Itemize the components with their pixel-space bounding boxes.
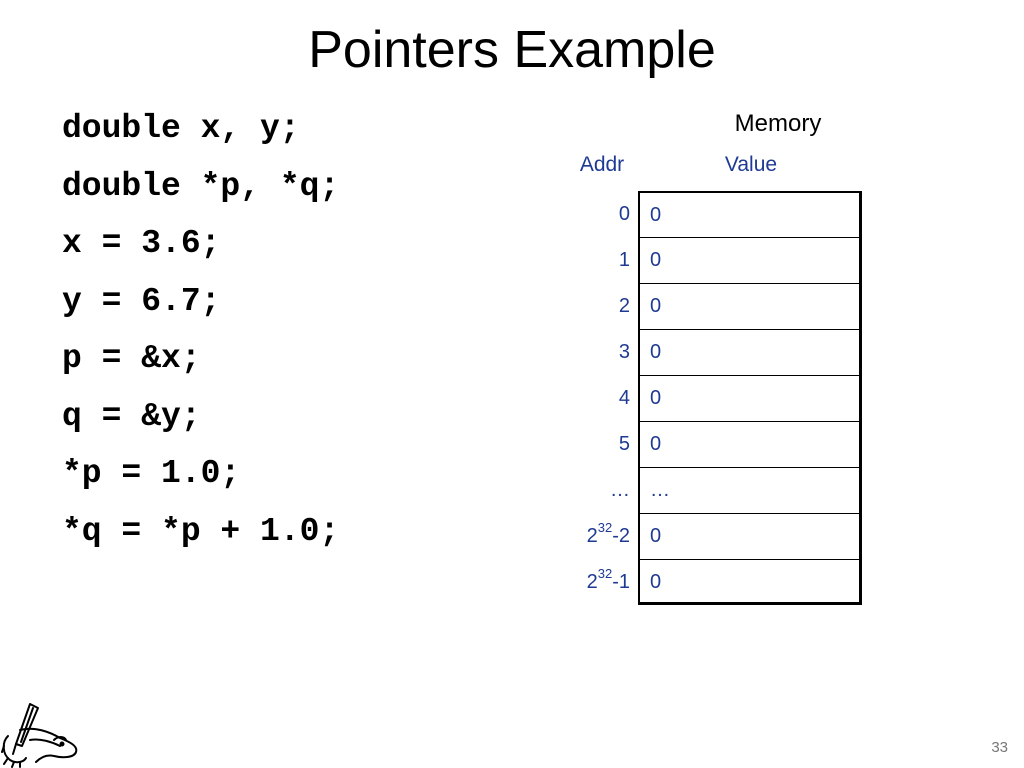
address-exponent: 32 [597,520,613,535]
address-suffix: -2 [612,525,630,547]
memory-address: 3 [618,341,630,363]
code-line: p = &x; [62,340,201,377]
memory-table: 0 0 1 0 2 0 3 0 4 0 5 0 … … 232-2 0 [560,191,862,605]
quill-dragon-logo-icon [1,703,78,768]
memory-row: 5 0 [560,421,862,467]
code-line: y = 6.7; [62,282,221,320]
memory-address: 5 [618,433,630,455]
address-base: 2 [586,525,598,547]
memory-title: Memory [734,110,822,137]
memory-value: 0 [638,237,862,283]
memory-row: 4 0 [560,375,862,421]
memory-address: 232-2 [560,513,638,559]
memory-value: 0 [638,559,862,605]
memory-value: … [638,467,862,513]
code-line: *q = *p + 1.0; [62,512,340,550]
memory-row: 2 0 [560,283,862,329]
memory-row: … … [560,467,862,513]
address-exponent: 32 [597,566,613,581]
code-line: double *p, *q; [62,167,340,205]
memory-row: 232-2 0 [560,513,862,559]
memory-value: 0 [638,375,862,421]
code-line: double x, y; [62,110,300,147]
memory-address: 1 [618,249,630,271]
code-line: q = &y; [62,397,201,435]
memory-address: 232-1 [560,559,638,605]
memory-row: 3 0 [560,329,862,375]
memory-value: 0 [638,191,862,237]
value-column-header: Value [724,153,778,176]
page-number: 33 [991,739,1008,756]
address-base: 2 [586,571,598,593]
memory-row: 0 0 [560,191,862,237]
memory-address: 0 [618,203,630,225]
memory-value: 0 [638,513,862,559]
address-suffix: -1 [612,571,630,593]
memory-value: 0 [638,283,862,329]
memory-address: 4 [618,387,630,409]
memory-row: 232-1 0 [560,559,862,605]
code-line: *p = 1.0; [62,455,241,492]
slide-title: Pointers Example [308,21,716,79]
code-line: x = 3.6; [62,225,221,262]
memory-row: 1 0 [560,237,862,283]
memory-address: 2 [618,295,630,317]
addr-column-header: Addr [579,153,625,176]
memory-value: 0 [638,421,862,467]
code-block: double x, y; double *p, *q; x = 3.6; y =… [62,100,339,560]
memory-value: 0 [638,329,862,375]
memory-address: … [610,479,630,501]
